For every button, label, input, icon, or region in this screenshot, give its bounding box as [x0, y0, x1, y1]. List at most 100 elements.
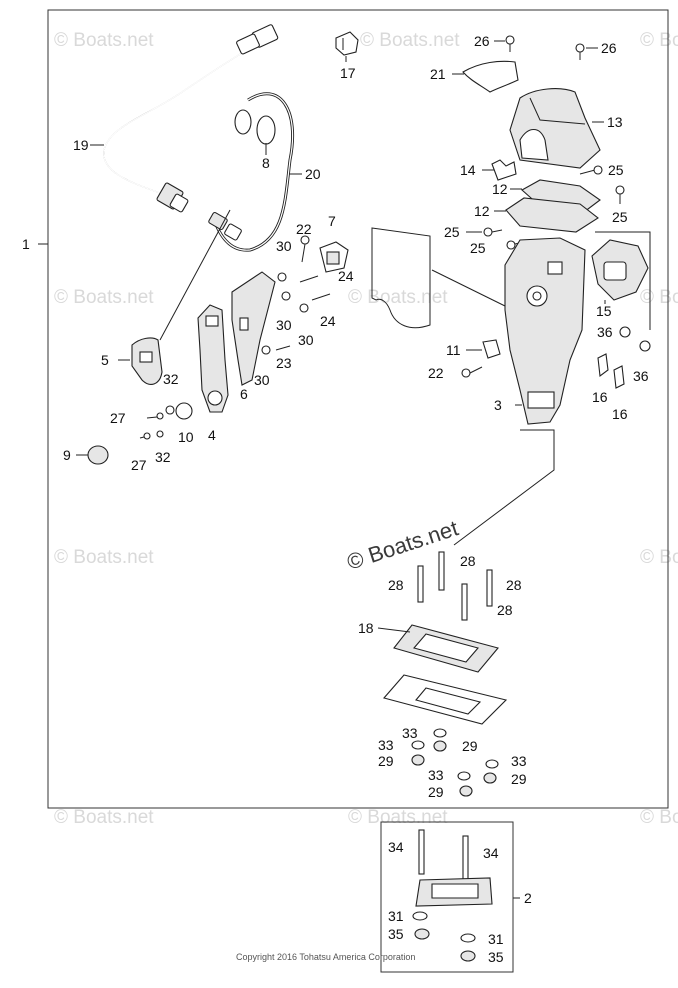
callout-20: 20	[305, 166, 321, 182]
washers-nuts: 33 33 29 29 33 33 29 29	[378, 725, 527, 800]
callout-26: 26	[601, 40, 617, 56]
clip-14: 14	[460, 159, 517, 181]
callout-28: 28	[388, 577, 404, 593]
callout-5: 5	[101, 352, 109, 368]
screws-22-24-30: 22 30 24 30 30 24 30 23	[254, 221, 354, 388]
callout-28: 28	[506, 577, 522, 593]
housing-13: 13	[509, 88, 623, 169]
callout-33: 33	[378, 737, 394, 753]
callout-36: 36	[597, 324, 613, 340]
callout-34: 34	[388, 839, 404, 855]
callout-16: 16	[592, 389, 608, 405]
callout-30: 30	[298, 332, 314, 348]
callout-22: 22	[296, 221, 312, 237]
callout-31: 31	[488, 931, 504, 947]
callout-29: 29	[462, 738, 478, 754]
callout-17: 17	[340, 65, 356, 81]
callout-36: 36	[633, 368, 649, 384]
callout-4: 4	[208, 427, 216, 443]
gasket-outline	[371, 227, 431, 329]
copyright-text: Copyright 2016 Tohatsu America Corporati…	[236, 952, 415, 962]
gasket-kit-2: 2 34 34 31 35 31 35	[388, 829, 532, 965]
callout-14: 14	[460, 162, 476, 178]
callout-1: 1	[22, 236, 30, 252]
handle-5: 5	[101, 209, 231, 385]
plug-7: 7	[319, 213, 349, 273]
gasket-18: 18	[358, 620, 499, 673]
callout-30: 30	[254, 372, 270, 388]
callout-15: 15	[596, 303, 612, 319]
watermark: © Boats.net	[640, 287, 678, 308]
wiring-harness-19: 19	[73, 24, 279, 213]
callout-35: 35	[488, 949, 504, 965]
watermark: © Boats.net	[348, 807, 448, 828]
control-box-3: 3	[453, 237, 586, 546]
assembly-frame	[47, 9, 669, 809]
callout-33: 33	[402, 725, 418, 741]
callout-29: 29	[428, 784, 444, 800]
callout-32: 32	[163, 371, 179, 387]
callout-12: 12	[492, 181, 508, 197]
arm-4: 4	[197, 304, 229, 443]
callout-33: 33	[428, 767, 444, 783]
callout-32: 32	[155, 449, 171, 465]
callout-33: 33	[511, 753, 527, 769]
gasket-kit-frame	[380, 821, 514, 973]
callout-25: 25	[612, 209, 628, 225]
callout-18: 18	[358, 620, 374, 636]
callout-29: 29	[378, 753, 394, 769]
callout-30: 30	[276, 317, 292, 333]
watermark: © Boats.net	[54, 807, 154, 828]
watermark: © Boats.net	[54, 547, 154, 568]
callout-9: 9	[63, 447, 71, 463]
watermark: © Boats.net	[360, 30, 460, 51]
lever-6: 6	[231, 271, 276, 402]
base-plate	[383, 674, 508, 725]
callout-28: 28	[460, 553, 476, 569]
callout-34: 34	[483, 845, 499, 861]
cover-15: 15	[591, 231, 651, 330]
plug-17: 17	[335, 31, 359, 81]
callout-26: 26	[474, 33, 490, 49]
callout-23: 23	[276, 355, 292, 371]
callout-22: 22	[428, 365, 444, 381]
plate-12-lower: 12	[474, 197, 599, 233]
callout-25: 25	[444, 224, 460, 240]
screw-22: 22	[428, 365, 483, 381]
watermark: © Boats.net	[54, 287, 154, 308]
callout-30: 30	[276, 238, 292, 254]
bracket-11: 11	[446, 339, 501, 359]
callout-27: 27	[131, 457, 147, 473]
watermark: © Boats.net	[54, 30, 154, 51]
callout-8: 8	[262, 155, 270, 171]
screw-26: 26 26	[474, 33, 617, 60]
callout-3: 3	[494, 397, 502, 413]
callout-12: 12	[474, 203, 490, 219]
small-parts-left: 27 32 10 32 27 9	[63, 371, 194, 473]
callout-19: 19	[73, 137, 89, 153]
callout-25: 25	[608, 162, 624, 178]
cover-21: 21	[430, 60, 519, 93]
callout-24: 24	[320, 313, 336, 329]
watermark: © Boats.net	[640, 547, 678, 568]
callout-16: 16	[612, 406, 628, 422]
callout-7: 7	[328, 213, 336, 229]
callout-35: 35	[388, 926, 404, 942]
callout-6: 6	[240, 386, 248, 402]
callout-29: 29	[511, 771, 527, 787]
watermark: © Boats.net	[640, 30, 678, 51]
callout-13: 13	[607, 114, 623, 130]
callout-27: 27	[110, 410, 126, 426]
bolts-28: 28 28 28 28	[388, 551, 522, 621]
wiring-harness-20: 8 20	[208, 92, 321, 252]
callout-25: 25	[470, 240, 486, 256]
watermark: © Boats.net	[348, 287, 448, 308]
callout-21: 21	[430, 66, 446, 82]
nut-36: 36 36	[597, 324, 651, 384]
callout-28: 28	[497, 602, 513, 618]
callout-2: 2	[524, 890, 532, 906]
screw-25: 25 25 25 25	[444, 162, 628, 256]
callout-31: 31	[388, 908, 404, 924]
callout-24: 24	[338, 268, 354, 284]
